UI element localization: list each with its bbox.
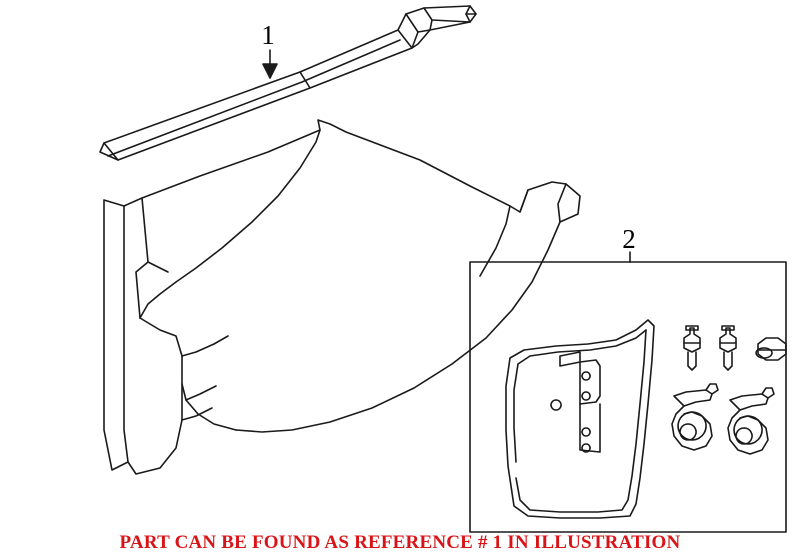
part-2-kit-box [469,261,787,533]
reference-note: PART CAN BE FOUND AS REFERENCE # 1 IN IL… [119,532,681,553]
callout-1-leader [262,49,278,79]
part-2-nut [755,337,787,361]
quarter-panel-outline [103,119,581,475]
part-2-clip-left [671,383,719,451]
callout-number-1: 1 [261,20,275,50]
part-2-clip-right [727,387,775,455]
part-2-mud-flap [505,319,655,519]
part-2-bolt-right [719,325,737,371]
part-2-bolt-left [683,325,701,371]
callout-number-2: 2 [622,224,636,254]
part-1-sill-molding [99,5,477,161]
